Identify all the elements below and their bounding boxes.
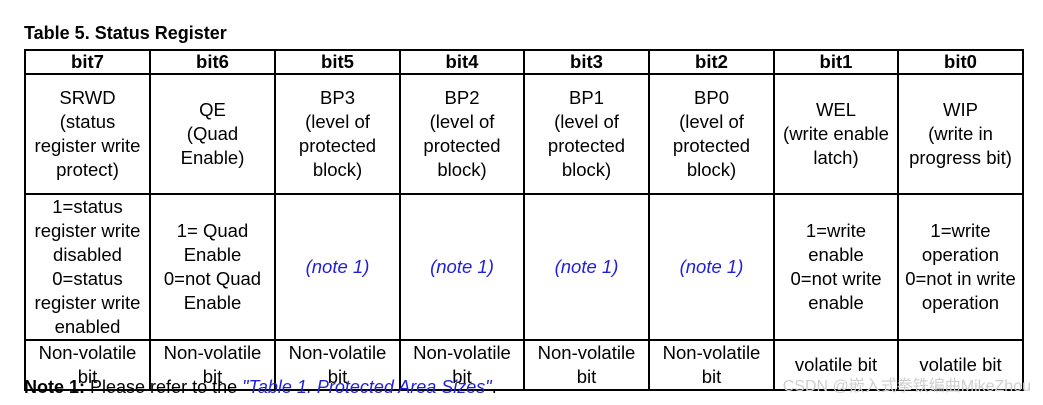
note-link[interactable]: (note 1) bbox=[523, 193, 650, 341]
type-row: Non-volatile bit Non-volatile bit Non-vo… bbox=[24, 339, 1024, 391]
value-row: 1=status register write disabled 0=statu… bbox=[24, 193, 1024, 341]
type-cell: Non-volatile bit bbox=[24, 339, 151, 391]
name-row: SRWD (status register write protect) QE … bbox=[24, 73, 1024, 195]
type-cell: Non-volatile bit bbox=[149, 339, 276, 391]
header-cell: bit3 bbox=[523, 49, 650, 75]
header-cell: bit2 bbox=[648, 49, 775, 75]
type-cell: volatile bit bbox=[773, 339, 899, 391]
type-cell: Non-volatile bit bbox=[648, 339, 775, 391]
type-cell: Non-volatile bit bbox=[523, 339, 650, 391]
footnote-label: Note 1: bbox=[24, 377, 86, 397]
watermark: CSDN @嵌入式拳铁编曲MikeZhou bbox=[782, 378, 1031, 395]
footnote: Note 1: Please refer to the "Table 1. Pr… bbox=[24, 376, 497, 398]
name-cell: BP0 (level of protected block) bbox=[648, 73, 775, 195]
name-cell: QE (Quad Enable) bbox=[149, 73, 276, 195]
header-cell: bit5 bbox=[274, 49, 401, 75]
header-cell: bit7 bbox=[24, 49, 151, 75]
value-cell: 1=write enable 0=not write enable bbox=[773, 193, 899, 341]
name-cell: BP2 (level of protected block) bbox=[399, 73, 525, 195]
protected-area-sizes-link[interactable]: "Table 1. Protected Area Sizes" bbox=[242, 377, 492, 397]
name-cell: BP1 (level of protected block) bbox=[523, 73, 650, 195]
header-row: bit7 bit6 bit5 bit4 bit3 bit2 bit1 bit0 bbox=[24, 49, 1024, 75]
value-cell: 1=write operation 0=not in write operati… bbox=[897, 193, 1024, 341]
note-link[interactable]: (note 1) bbox=[648, 193, 775, 341]
type-cell: Non-volatile bit bbox=[274, 339, 401, 391]
header-cell: bit1 bbox=[773, 49, 899, 75]
note-link[interactable]: (note 1) bbox=[274, 193, 401, 341]
table-title: Table 5. Status Register bbox=[24, 23, 227, 43]
name-cell: WEL (write enable latch) bbox=[773, 73, 899, 195]
header-cell: bit4 bbox=[399, 49, 525, 75]
name-cell: SRWD (status register write protect) bbox=[24, 73, 151, 195]
value-cell: 1= Quad Enable 0=not Quad Enable bbox=[149, 193, 276, 341]
note-link[interactable]: (note 1) bbox=[399, 193, 525, 341]
value-cell: 1=status register write disabled 0=statu… bbox=[24, 193, 151, 341]
footnote-end: . bbox=[491, 377, 497, 397]
type-cell: Non-volatile bit bbox=[399, 339, 525, 391]
type-cell: volatile bit bbox=[897, 339, 1024, 391]
name-cell: BP3 (level of protected block) bbox=[274, 73, 401, 195]
status-register-table: bit7 bit6 bit5 bit4 bit3 bit2 bit1 bit0 … bbox=[24, 49, 1024, 391]
header-cell: bit0 bbox=[897, 49, 1024, 75]
header-cell: bit6 bbox=[149, 49, 276, 75]
footnote-text: Please refer to the bbox=[85, 377, 243, 397]
name-cell: WIP (write in progress bit) bbox=[897, 73, 1024, 195]
